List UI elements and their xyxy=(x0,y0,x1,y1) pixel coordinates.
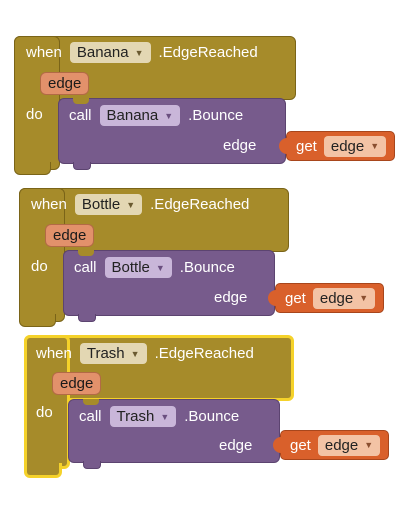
event-header: when Trash ▼ .EdgeReached xyxy=(36,343,254,364)
get-var-name: edge xyxy=(319,289,354,307)
call-arg-label: edge xyxy=(223,137,257,154)
do-keyword: do xyxy=(31,258,48,275)
event-name: .EdgeReached xyxy=(154,345,254,362)
get-connector xyxy=(273,437,281,453)
call-tab xyxy=(73,162,91,170)
event-block-left-bar xyxy=(14,36,60,170)
event-param[interactable]: edge xyxy=(40,72,90,95)
get-block-bottle[interactable]: get edge ▼ xyxy=(268,283,385,313)
chevron-down-icon: ▼ xyxy=(155,262,165,273)
call-header: call Bottle ▼ .Bounce xyxy=(74,257,235,278)
get-connector xyxy=(268,290,276,306)
call-component-dropdown[interactable]: Trash ▼ xyxy=(109,406,177,427)
component-name: Banana xyxy=(76,44,129,61)
call-header: call Banana ▼ .Bounce xyxy=(69,105,243,126)
event-block-trash[interactable]: when Trash ▼ .EdgeReached edge do call T… xyxy=(24,335,390,478)
call-keyword: call xyxy=(74,259,97,276)
get-connector xyxy=(279,138,287,154)
call-method: .Bounce xyxy=(179,259,235,276)
chevron-down-icon: ▼ xyxy=(370,141,380,151)
get-keyword: get xyxy=(296,137,317,155)
get-var-dropdown[interactable]: edge ▼ xyxy=(323,135,387,157)
get-keyword: get xyxy=(285,289,306,307)
event-block-left-bar xyxy=(19,188,65,322)
call-block-trash[interactable]: call Trash ▼ .Bounce edge xyxy=(68,399,280,469)
component-dropdown[interactable]: Trash ▼ xyxy=(79,343,147,364)
get-var-dropdown[interactable]: edge ▼ xyxy=(317,434,381,456)
get-var-dropdown[interactable]: edge ▼ xyxy=(312,287,376,309)
chevron-down-icon: ▼ xyxy=(364,440,374,450)
chevron-down-icon: ▼ xyxy=(130,348,140,359)
call-arg-row: edge xyxy=(219,437,252,454)
call-arg-row: edge xyxy=(223,137,256,154)
do-row: do xyxy=(26,106,43,123)
chevron-down-icon: ▼ xyxy=(134,47,144,58)
event-block-tail xyxy=(14,162,51,175)
call-method: .Bounce xyxy=(188,107,244,124)
event-block-bottle[interactable]: when Bottle ▼ .EdgeReached edge do call … xyxy=(19,188,385,328)
call-block-bottle[interactable]: call Bottle ▼ .Bounce edge xyxy=(63,250,275,322)
component-name: Bottle xyxy=(81,196,121,213)
do-row: do xyxy=(31,258,48,275)
when-keyword: when xyxy=(36,345,72,362)
component-name: Trash xyxy=(86,345,125,362)
call-header: call Trash ▼ .Bounce xyxy=(79,406,239,427)
call-notch xyxy=(73,98,89,104)
call-notch xyxy=(83,399,99,405)
event-param[interactable]: edge xyxy=(45,224,95,247)
call-block-banana[interactable]: call Banana ▼ .Bounce edge xyxy=(58,98,286,170)
get-block-trash[interactable]: get edge ▼ xyxy=(273,430,390,460)
event-header: when Banana ▼ .EdgeReached xyxy=(26,42,258,63)
event-name: .EdgeReached xyxy=(150,196,250,213)
chevron-down-icon: ▼ xyxy=(160,411,170,422)
call-arg-row: edge xyxy=(214,289,247,306)
call-arg-label: edge xyxy=(219,437,253,454)
get-keyword: get xyxy=(290,436,311,454)
event-header: when Bottle ▼ .EdgeReached xyxy=(31,194,249,215)
call-component-dropdown[interactable]: Bottle ▼ xyxy=(104,257,172,278)
do-keyword: do xyxy=(26,106,43,123)
component-dropdown[interactable]: Banana ▼ xyxy=(69,42,151,63)
event-name: .EdgeReached xyxy=(158,44,258,61)
event-param-row: edge xyxy=(52,372,102,395)
call-component-name: Trash xyxy=(116,408,155,425)
do-keyword: do xyxy=(36,404,53,421)
event-block-tail xyxy=(19,314,56,327)
event-param[interactable]: edge xyxy=(52,372,102,395)
when-keyword: when xyxy=(31,196,67,213)
get-block-banana[interactable]: get edge ▼ xyxy=(279,131,396,161)
event-block-tail xyxy=(24,463,62,478)
when-keyword: when xyxy=(26,44,62,61)
call-tab xyxy=(83,461,101,469)
chevron-down-icon: ▼ xyxy=(359,293,369,303)
get-var-name: edge xyxy=(324,436,359,454)
call-arg-label: edge xyxy=(214,289,248,306)
component-dropdown[interactable]: Bottle ▼ xyxy=(74,194,143,215)
call-component-name: Banana xyxy=(106,107,159,124)
event-param-row: edge xyxy=(40,72,90,95)
chevron-down-icon: ▼ xyxy=(164,110,174,121)
chevron-down-icon: ▼ xyxy=(126,199,136,210)
call-keyword: call xyxy=(69,107,92,124)
call-tab xyxy=(78,314,96,322)
call-method: .Bounce xyxy=(184,408,240,425)
event-block-banana[interactable]: when Banana ▼ .EdgeReached edge do call … xyxy=(14,36,396,176)
event-param-row: edge xyxy=(45,224,95,247)
call-keyword: call xyxy=(79,408,102,425)
call-notch xyxy=(78,250,94,256)
call-component-dropdown[interactable]: Banana ▼ xyxy=(99,105,181,126)
do-row: do xyxy=(36,404,53,421)
call-component-name: Bottle xyxy=(111,259,150,276)
get-var-name: edge xyxy=(330,137,365,155)
